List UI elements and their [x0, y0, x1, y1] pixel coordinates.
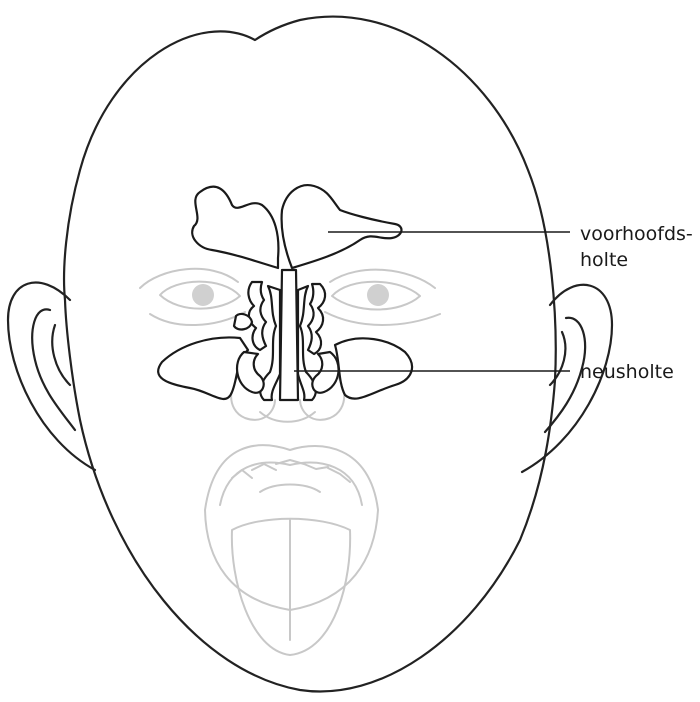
- mouth: [205, 445, 378, 655]
- label-nasal-cavity: neusholte: [580, 361, 674, 383]
- label-frontal-sinus-line2: holte: [580, 249, 628, 271]
- head-outline: [64, 17, 556, 692]
- right-eye: [325, 270, 440, 325]
- left-ear: [8, 283, 95, 470]
- label-frontal-sinus-line1: voorhoofds-: [580, 223, 693, 245]
- frontal-sinus: [192, 185, 401, 268]
- left-eye: [140, 269, 245, 325]
